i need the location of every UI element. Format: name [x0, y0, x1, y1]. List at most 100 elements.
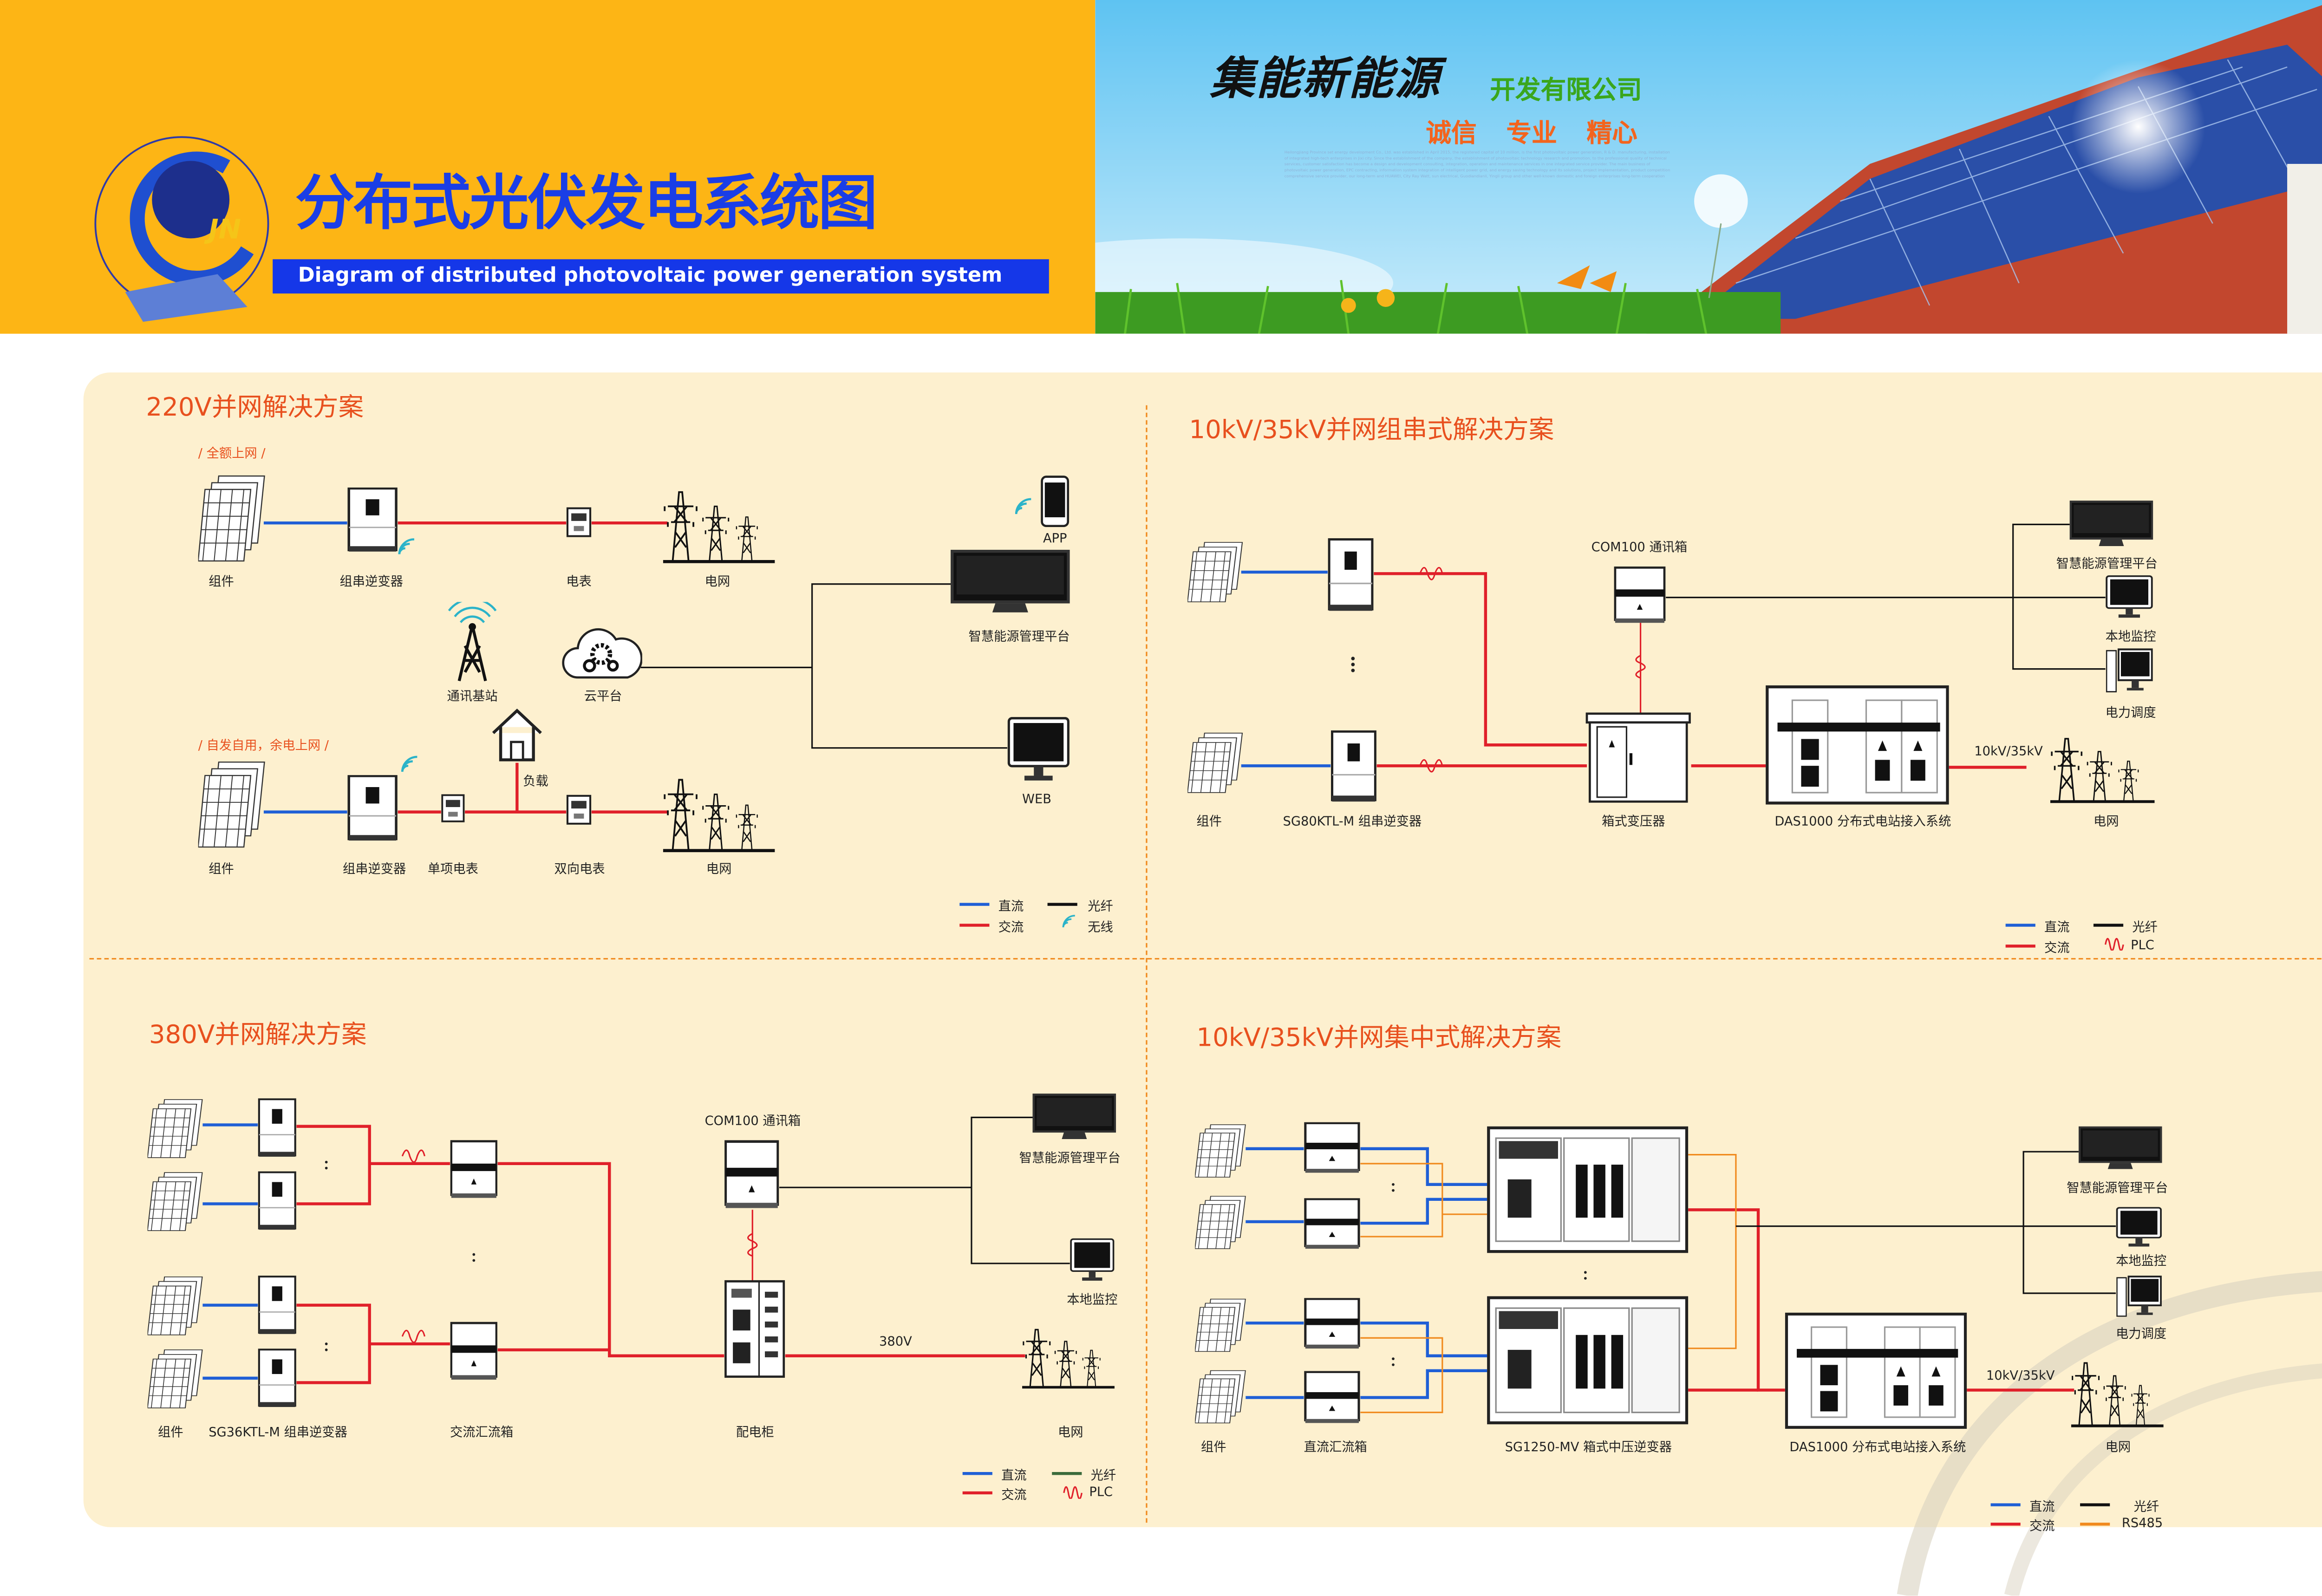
label-inverter: 组串逆变器: [342, 862, 406, 878]
web-monitor-icon: [1007, 717, 1070, 783]
label-transformer: 箱式变压器: [1602, 815, 1665, 830]
section-title-380v: 380V并网解决方案: [149, 1020, 367, 1050]
legend-fiber-label: 光纤: [1088, 899, 1113, 915]
dc-combiner-icon: [1304, 1198, 1360, 1250]
label-cloud: 云平台: [584, 690, 622, 705]
das1000-system-icon: [1785, 1312, 1967, 1429]
label-load: 负载: [523, 775, 548, 790]
legend-dc-swatch: [959, 903, 990, 906]
legend-ac-swatch: [962, 1491, 992, 1495]
legend-dc-swatch: [2005, 924, 2035, 927]
string-inverter-icon: [1328, 538, 1374, 614]
company-logo-icon: JN: [84, 131, 277, 325]
solar-panel-icon: [147, 1275, 204, 1336]
legend-plc-icon: [2104, 937, 2125, 951]
ac-combiner-icon: [450, 1322, 498, 1381]
solar-panel-icon: [147, 1171, 204, 1232]
label-platform: 智慧能源管理平台: [1019, 1152, 1121, 1167]
label-cabinet: 配电柜: [736, 1426, 774, 1441]
label-local-monitor: 本地监控: [1067, 1293, 1118, 1309]
company-suffix: 开发有限公司: [1490, 76, 1642, 106]
legend-wireless-icon: [1061, 913, 1077, 930]
legend-ac-swatch: [959, 924, 990, 927]
label-single-meter: 单项电表: [427, 862, 478, 878]
legend-dc-label: 直流: [2029, 1500, 2055, 1516]
base-station-icon: [447, 602, 498, 684]
string-inverter-icon: [258, 1098, 296, 1160]
legend-plc-label: PLC: [1089, 1485, 1113, 1500]
dispatch-pc-icon: [2116, 1275, 2162, 1318]
label-mv-inverter: SG1250-MV 箱式中压逆变器: [1505, 1440, 1672, 1456]
phone-app-icon: [1040, 476, 1070, 528]
string-inverter-icon: [258, 1171, 296, 1232]
box-transformer-icon: [1585, 712, 1691, 803]
power-grid-icon: [663, 772, 775, 853]
local-monitor-icon: [2116, 1207, 2162, 1249]
legend-dc-label: 直流: [2044, 920, 2070, 936]
legend-fiber-swatch: [1047, 903, 1077, 906]
label-grid: 电网: [706, 862, 732, 878]
management-platform-icon: [951, 549, 1070, 615]
label-module: 组件: [1196, 815, 1222, 830]
cloud-platform-icon: [560, 621, 642, 684]
load-house-icon: [489, 706, 545, 763]
legend-plc-label: PLC: [2131, 938, 2154, 954]
string-inverter-icon: [1331, 730, 1376, 804]
label-web: WEB: [1022, 792, 1051, 808]
solar-panel-icon: [147, 1348, 204, 1410]
power-grid-icon: [2050, 731, 2155, 803]
label-platform: 智慧能源管理平台: [2056, 557, 2158, 573]
bidirectional-meter-icon: [566, 794, 592, 825]
meter-icon: [566, 507, 592, 538]
page-title: 分布式光伏发电系统图: [295, 169, 878, 239]
local-monitor-icon: [1070, 1238, 1115, 1283]
inverter-icon: [347, 775, 398, 843]
local-monitor-icon: [2106, 575, 2153, 619]
subsection-self-use: / 自发自用，余电上网 /: [198, 739, 329, 754]
label-meter: 电表: [566, 575, 592, 590]
solar-roof-illustration: [1095, 0, 2322, 334]
legend-fiber-swatch: [2093, 924, 2124, 927]
label-local-monitor: 本地监控: [2105, 630, 2156, 645]
das1000-system-icon: [1766, 685, 1949, 805]
solar-panel-icon: [1195, 1369, 1247, 1425]
company-slogan: 诚信 专业 精心: [1426, 119, 1637, 149]
label-module: 组件: [1201, 1440, 1226, 1456]
legend-dc-swatch: [1990, 1503, 2021, 1506]
distribution-cabinet-icon: [724, 1280, 785, 1378]
label-combiner: 交流汇流箱: [450, 1426, 514, 1441]
company-name: 集能新能源: [1210, 53, 1441, 106]
single-meter-icon: [441, 793, 465, 824]
label-grid: 电网: [2093, 815, 2119, 830]
label-grid: 电网: [704, 575, 731, 590]
label-voltage: 10kV/35kV: [1986, 1369, 2055, 1384]
legend-dc-label: 直流: [1001, 1469, 1027, 1484]
legend-ac-swatch: [2005, 945, 2035, 948]
label-inverter: SG80KTL-M 组串逆变器: [1283, 815, 1422, 830]
wireless-icon: [1013, 496, 1034, 517]
subsection-full-grid: / 全额上网 /: [198, 447, 266, 462]
label-dispatch: 电力调度: [2116, 1327, 2167, 1342]
dispatch-pc-icon: [2106, 648, 2153, 694]
label-dc-combiner: 直流汇流箱: [1304, 1440, 1367, 1456]
legend-fiber-label: 光纤: [1090, 1469, 1116, 1484]
com100-box-icon: [724, 1140, 779, 1210]
legend-plc-icon: [1063, 1485, 1083, 1499]
solar-panel-icon: [1195, 1298, 1247, 1353]
management-platform-icon: [2069, 501, 2153, 548]
mv-inverter-station-icon: [1487, 1126, 1689, 1253]
label-voltage: 380V: [879, 1335, 912, 1350]
label-base-station: 通讯基站: [447, 690, 498, 705]
label-module: 组件: [209, 862, 234, 878]
legend-fiber-label: 光纤: [2133, 1500, 2159, 1516]
solar-panel-icon: [1195, 1123, 1247, 1179]
label-com100: COM100 通讯箱: [1591, 541, 1688, 556]
label-dispatch: 电力调度: [2105, 706, 2156, 721]
wireless-icon: [399, 754, 420, 775]
legend-ac-swatch: [1990, 1523, 2021, 1526]
label-grid: 电网: [2105, 1440, 2131, 1456]
legend-fiber-swatch: [1052, 1472, 1082, 1475]
label-bi-meter: 双向电表: [554, 862, 605, 878]
section-divider-horizontal: [89, 958, 2322, 960]
section-title-220v: 220V并网解决方案: [146, 393, 364, 423]
